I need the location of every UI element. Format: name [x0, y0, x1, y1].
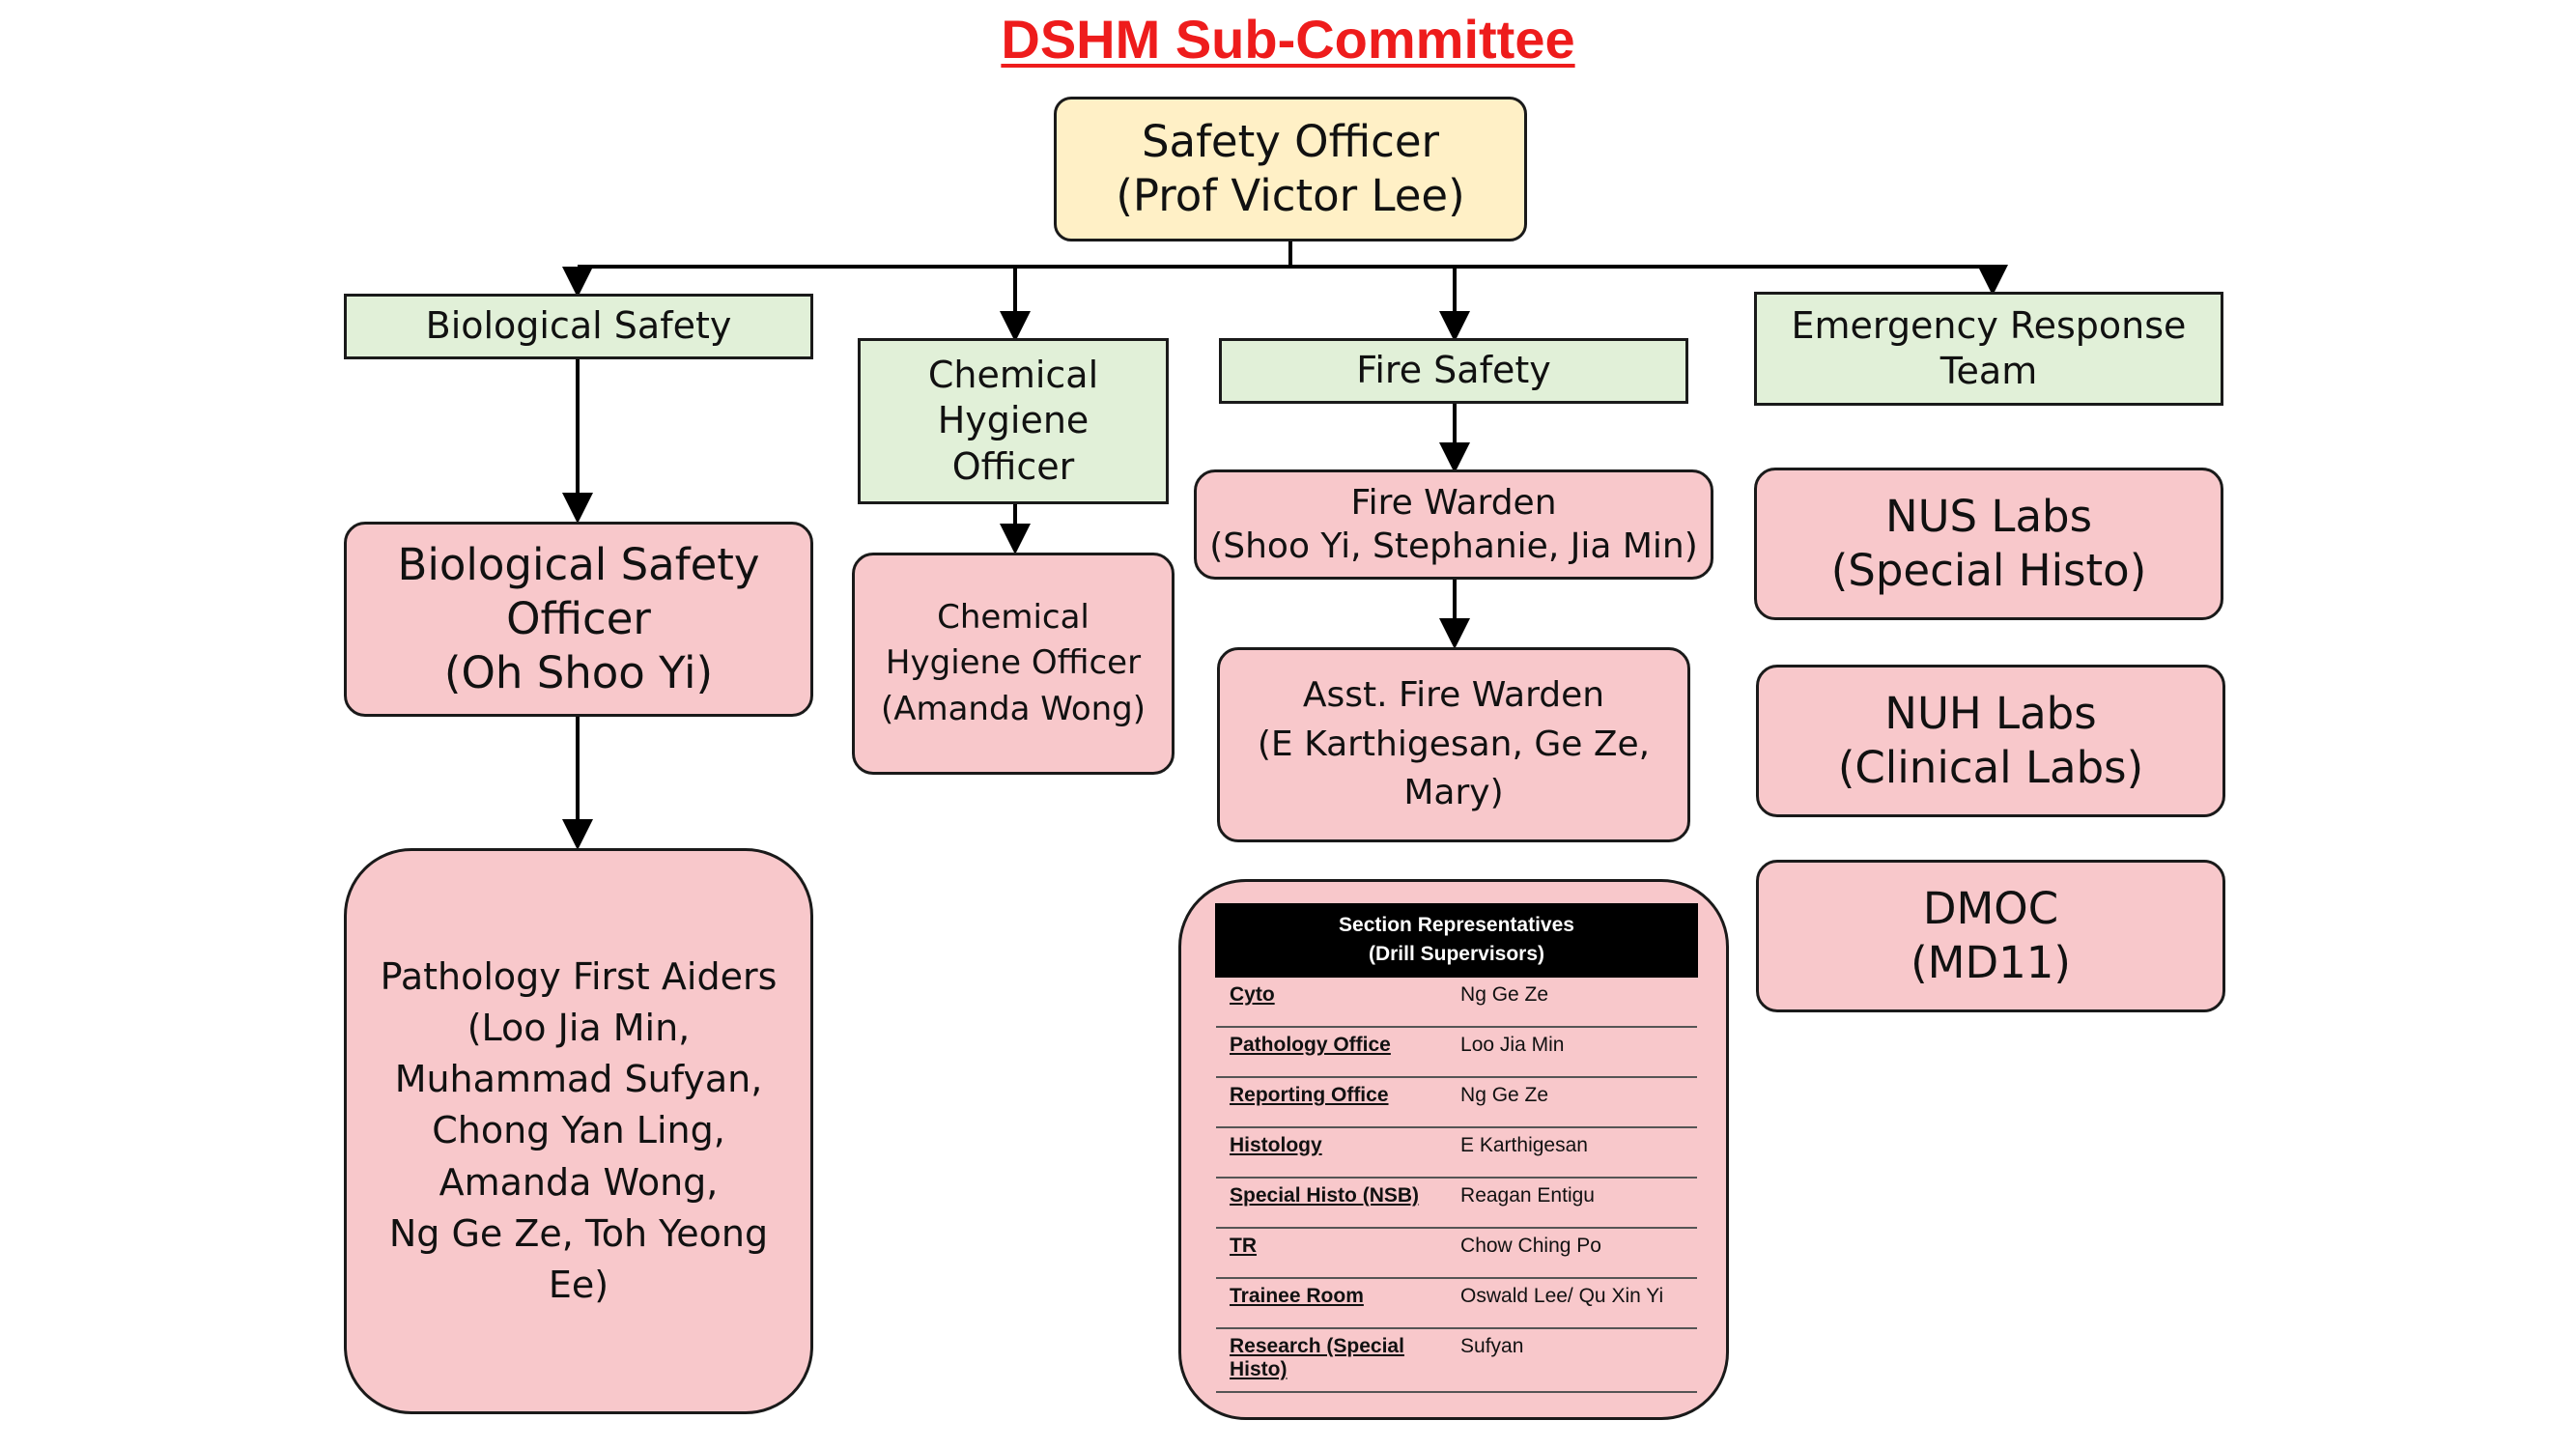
chemical-hygiene-line: Hygiene [937, 399, 1090, 442]
chart-title: DSHM Sub-Committee [1001, 9, 1575, 70]
bio-officer-line: Biological Safety [397, 538, 760, 590]
fire-safety-label: Fire Safety [1356, 349, 1551, 392]
table-header-row: Section Representatives (Drill Superviso… [1215, 903, 1698, 978]
fire-warden-line: Fire Warden [1350, 483, 1557, 523]
table-row: Special Histo (NSB)Reagan Entigu [1216, 1177, 1697, 1229]
nus-labs-name: NUS Labs [1884, 490, 2093, 542]
asst-fire-warden-line: Mary) [1403, 773, 1504, 813]
section-cell: Trainee Room [1216, 1277, 1448, 1329]
dmoc-box: DMOC (MD11) [1756, 860, 2225, 1012]
section-cell: Reporting Office [1216, 1076, 1448, 1128]
bio-officer-line: Officer [506, 592, 651, 644]
section-cell: Cyto [1216, 976, 1448, 1028]
asst-fire-warden-line: (E Karthigesan, Ge Ze, [1257, 724, 1651, 764]
pathology-first-aiders-box: Pathology First Aiders (Loo Jia Min, Muh… [344, 848, 813, 1414]
asst-fire-warden-box: Asst. Fire Warden (E Karthigesan, Ge Ze,… [1217, 647, 1690, 842]
first-aiders-line: Chong Yan Ling, [432, 1109, 725, 1152]
dmoc-name: DMOC [1922, 882, 2059, 934]
biological-safety-officer-box: Biological Safety Officer (Oh Shoo Yi) [344, 522, 813, 717]
first-aiders-line: (Loo Jia Min, [467, 1007, 691, 1050]
asst-fire-warden-line: Asst. Fire Warden [1302, 675, 1605, 716]
dmoc-detail: (MD11) [1911, 937, 2071, 988]
first-aiders-line: Pathology First Aiders [380, 954, 778, 998]
nuh-labs-box: NUH Labs (Clinical Labs) [1756, 665, 2225, 817]
chemical-hygiene-box: Chemical Hygiene Officer [858, 338, 1169, 504]
first-aiders-line: Muhammad Sufyan, [394, 1058, 763, 1101]
rep-cell: Oswald Lee/ Qu Xin Yi [1447, 1277, 1697, 1329]
section-representatives-table-wrap: Section Representatives (Drill Superviso… [1215, 903, 1698, 1425]
chem-officer-line: (Amanda Wong) [880, 689, 1146, 728]
rep-cell: Sufyan [1447, 1327, 1697, 1393]
nus-labs-detail: (Special Histo) [1830, 545, 2147, 596]
fire-safety-box: Fire Safety [1219, 338, 1688, 404]
rep-cell: Chow Ching Po [1447, 1227, 1697, 1279]
section-cell: Histology [1216, 1126, 1448, 1179]
emergency-response-line: Emergency Response [1791, 303, 2187, 347]
nus-labs-box: NUS Labs (Special Histo) [1754, 468, 2223, 620]
rep-cell: Ng Ge Ze [1447, 1076, 1697, 1128]
first-aiders-line: Amanda Wong, [439, 1160, 719, 1204]
section-cell: Special Histo (NSB) [1216, 1177, 1448, 1229]
section-cell: Pathology Office [1216, 1026, 1448, 1078]
biological-safety-label: Biological Safety [425, 304, 732, 348]
rep-cell: Ng Ge Ze [1447, 976, 1697, 1028]
emergency-response-box: Emergency Response Team [1754, 292, 2223, 406]
first-aiders-line: Ng Ge Ze, Toh Yeong [388, 1211, 769, 1255]
biological-safety-box: Biological Safety [344, 294, 813, 359]
safety-officer-name: (Prof Victor Lee) [1116, 170, 1465, 221]
section-cell: TR [1216, 1227, 1448, 1279]
table-header-title: Section Representatives [1339, 914, 1574, 936]
chemical-hygiene-line: Officer [951, 444, 1075, 488]
first-aiders-line: Ee) [548, 1263, 609, 1306]
fire-warden-box: Fire Warden (Shoo Yi, Stephanie, Jia Min… [1194, 469, 1713, 580]
emergency-response-line: Team [1939, 350, 2038, 392]
chemical-hygiene-officer-box: Chemical Hygiene Officer (Amanda Wong) [852, 553, 1175, 775]
rep-cell: Loo Jia Min [1447, 1026, 1697, 1078]
chem-officer-line: Chemical [937, 597, 1090, 637]
table-header-subtitle: (Drill Supervisors) [1368, 943, 1545, 966]
fire-warden-line: (Shoo Yi, Stephanie, Jia Min) [1209, 526, 1698, 566]
nuh-labs-name: NUH Labs [1884, 687, 2097, 739]
nuh-labs-detail: (Clinical Labs) [1837, 742, 2144, 793]
section-representatives-table: Section Representatives (Drill Superviso… [1215, 903, 1698, 1393]
safety-officer-box: Safety Officer (Prof Victor Lee) [1054, 97, 1527, 242]
section-cell: Research (Special Histo) [1216, 1327, 1448, 1393]
table-header: Section Representatives (Drill Superviso… [1215, 903, 1698, 978]
table-row: Research (Special Histo)Sufyan [1216, 1327, 1697, 1393]
rep-cell: Reagan Entigu [1447, 1177, 1697, 1229]
chem-officer-line: Hygiene Officer [885, 643, 1142, 683]
safety-officer-title: Safety Officer [1141, 115, 1440, 167]
rep-cell: E Karthigesan [1447, 1126, 1697, 1179]
chemical-hygiene-line: Chemical [927, 353, 1099, 396]
bio-officer-line: (Oh Shoo Yi) [443, 647, 714, 699]
